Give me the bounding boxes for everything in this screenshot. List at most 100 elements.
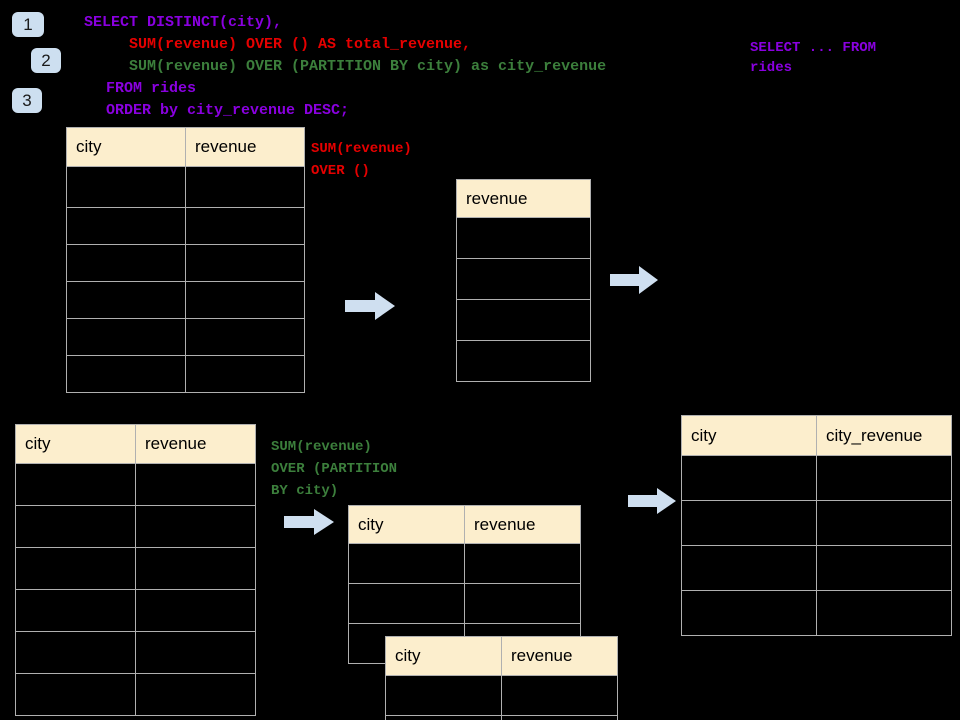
column-header-city: city [681,415,817,456]
column-header-city: city [385,636,502,676]
table-header-row: revenue [456,179,591,218]
table-row [456,299,591,341]
table-row [681,590,952,636]
rides-source-table-top: city revenue [66,127,305,393]
partition-group-table-front: city revenue [385,636,618,720]
cell-city [15,463,136,506]
step-badge-2-label: 2 [41,51,51,70]
cell-revenue [464,543,581,584]
table-row [15,547,256,590]
cell-city [681,545,817,591]
annotation-sum-over-partition-line3: BY city) [271,483,339,499]
table-row [681,500,952,546]
cell-revenue [501,715,618,720]
cell-revenue [185,166,305,208]
cell-city [15,673,136,716]
table-row [66,207,305,245]
cell-revenue [135,505,256,548]
arrow-right-icon [610,266,658,294]
table-row [66,318,305,356]
sql-line-4: FROM rides [106,80,197,97]
table-row [66,355,305,393]
cell-revenue [185,355,305,393]
annotation-sum-over-partition-line1: SUM(revenue) [271,439,372,455]
arrow-source-to-partition [284,508,334,536]
table-header-row: city city_revenue [681,415,952,456]
cell-city [681,500,817,546]
cell-city-revenue [816,545,952,591]
sql-line-1: SELECT DISTINCT(city), [84,14,283,31]
cell-revenue [185,281,305,319]
column-header-city: city [15,424,136,464]
cell-revenue [456,258,591,300]
table-row [681,455,952,501]
table-row [15,505,256,548]
table-row [66,166,305,208]
annotation-select-from-rides-line1: SELECT ... FROM [750,40,877,56]
cell-revenue [185,244,305,282]
table-row [15,673,256,716]
table-header-row: city revenue [348,505,581,544]
cell-revenue [185,318,305,356]
cell-revenue [135,589,256,632]
cell-city-revenue [816,590,952,636]
column-header-city-revenue: city_revenue [816,415,952,456]
table-body [681,455,952,636]
table-header-row: city revenue [66,127,305,167]
step-badge-1: 1 [12,12,44,37]
cell-city [681,455,817,501]
column-header-city: city [348,505,465,544]
cell-city-revenue [816,500,952,546]
arrow-right-icon [284,509,334,535]
cell-revenue [135,547,256,590]
annotation-sum-over-empty-line1: SUM(revenue) [311,141,412,157]
table-body [385,675,618,720]
city-revenue-result-table: city city_revenue [681,415,952,636]
step-badge-3: 3 [12,88,42,113]
total-revenue-table: revenue [456,179,591,382]
column-header-revenue: revenue [456,179,591,218]
cell-revenue [501,675,618,716]
cell-revenue [456,299,591,341]
cell-city [681,590,817,636]
table-row [681,545,952,591]
sql-line-3: SUM(revenue) OVER (PARTITION BY city) as… [129,58,607,75]
cell-city [66,244,186,282]
column-header-revenue: revenue [135,424,256,464]
arrow-partition-to-result [628,487,676,515]
cell-revenue [135,673,256,716]
arrow-source-to-total [345,291,395,321]
table-row [15,463,256,506]
cell-city [66,281,186,319]
cell-city [15,589,136,632]
arrow-right-icon [345,292,395,320]
table-row [348,543,581,584]
annotation-sum-over-partition-line2: OVER (PARTITION [271,461,398,477]
column-header-revenue: revenue [464,505,581,544]
table-header-row: city revenue [15,424,256,464]
table-row [456,340,591,382]
cell-city-revenue [816,455,952,501]
cell-city [15,631,136,674]
cell-revenue [464,583,581,624]
table-row [15,631,256,674]
table-header-row: city revenue [385,636,618,676]
cell-city [15,547,136,590]
cell-city [348,543,465,584]
rides-source-table-bottom: city revenue [15,424,256,716]
cell-city [15,505,136,548]
cell-revenue [456,340,591,382]
sql-line-5: ORDER by city_revenue DESC; [106,102,350,119]
arrow-right-icon [628,488,676,514]
table-body [66,166,305,393]
table-row [385,675,618,716]
step-badge-3-label: 3 [22,91,32,110]
cell-city [66,207,186,245]
cell-revenue [135,463,256,506]
cell-city [385,715,502,720]
cell-city [348,583,465,624]
arrow-total-to-result [610,265,658,295]
cell-revenue [456,217,591,259]
table-body [15,463,256,716]
cell-city [66,355,186,393]
